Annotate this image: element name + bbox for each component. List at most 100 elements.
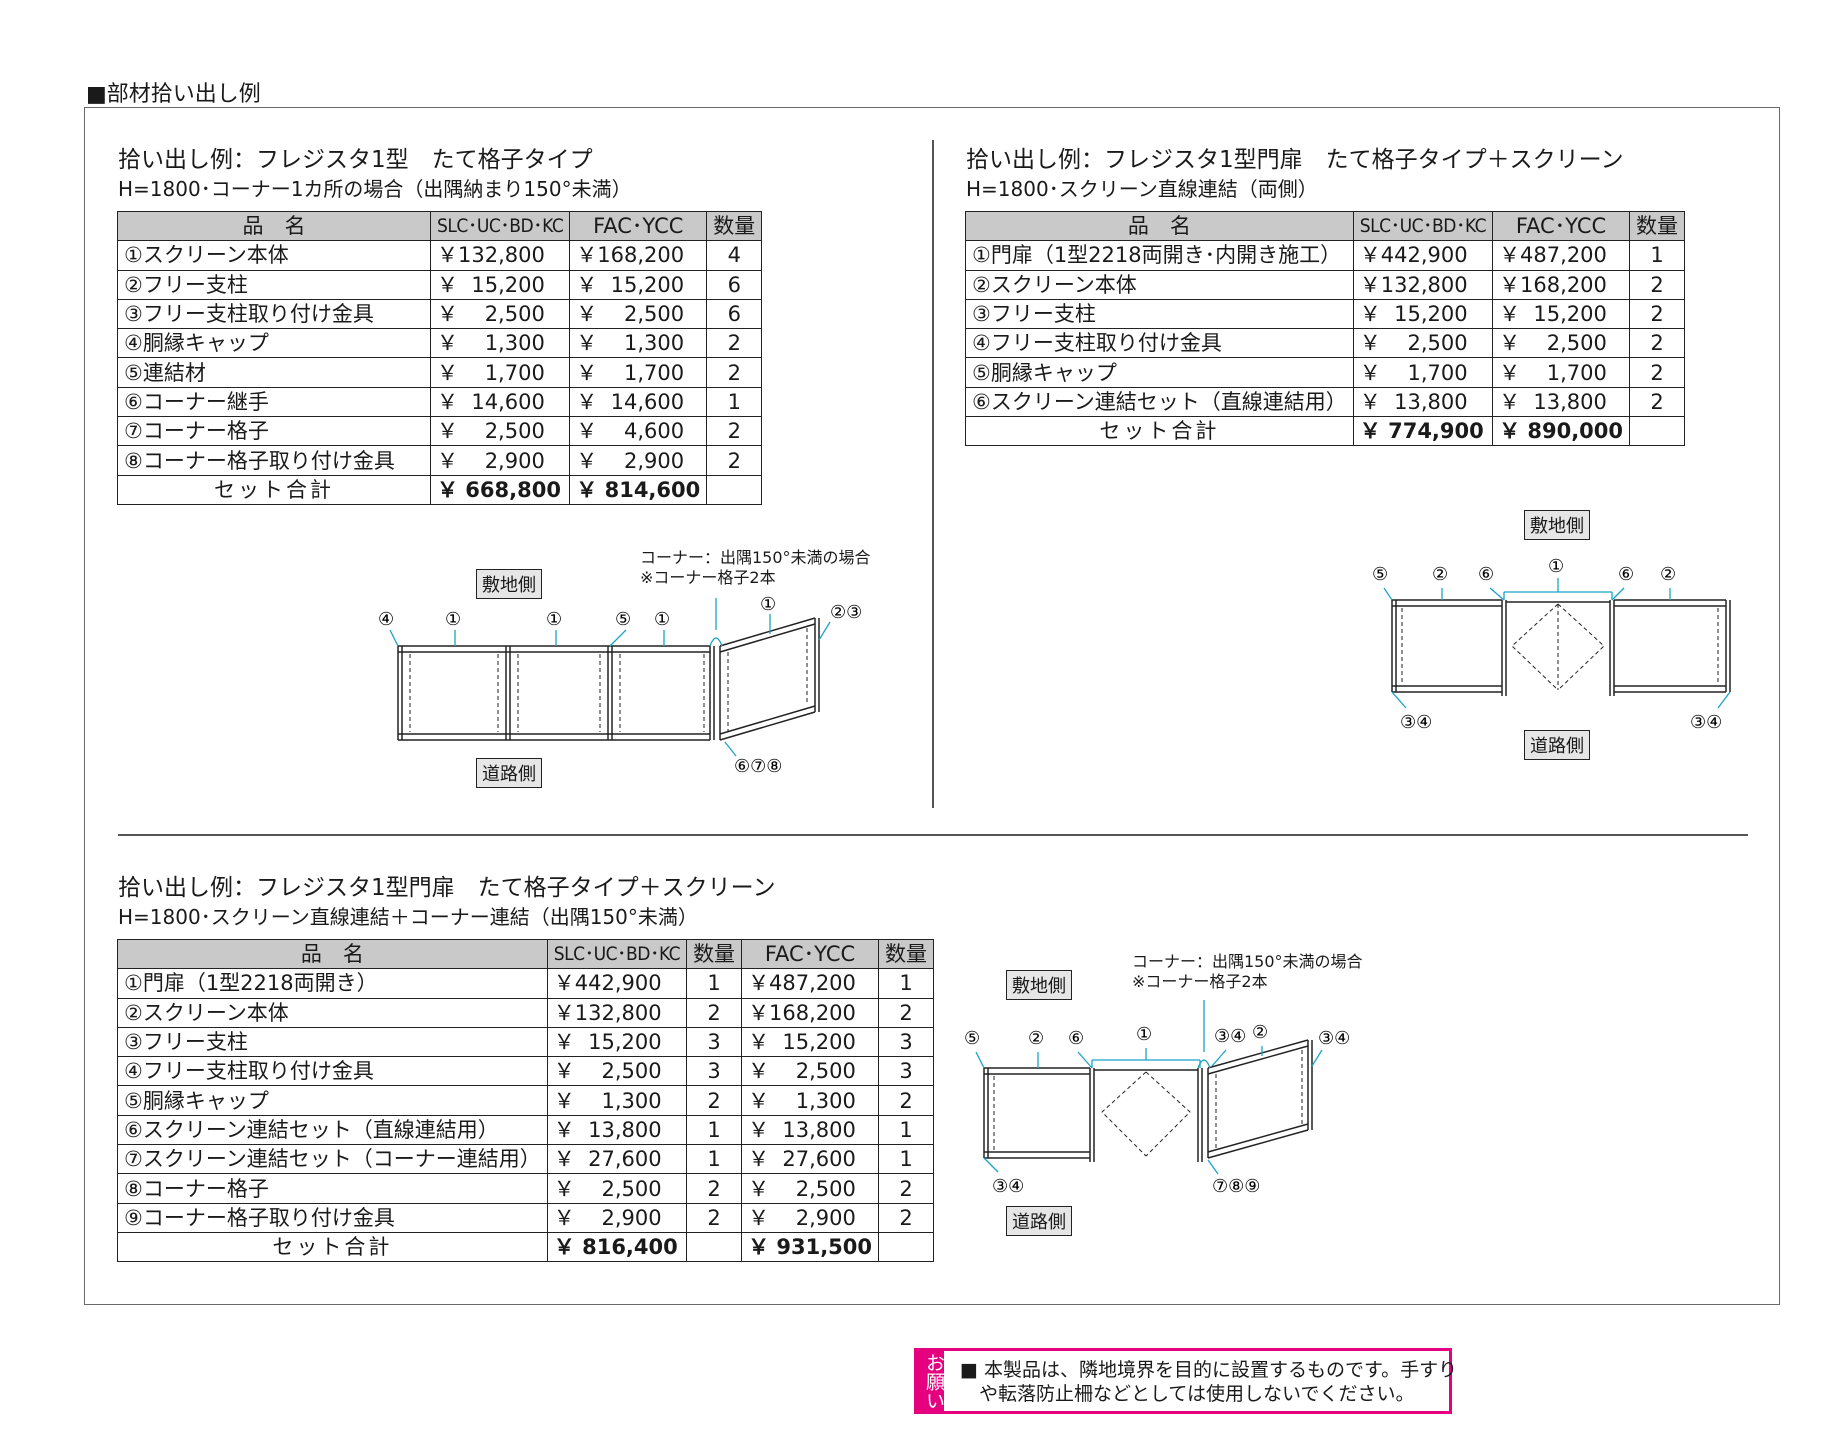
part-name-cell: ⑦スクリーン連結セット（コーナー連結用）: [117, 1144, 548, 1175]
price-cell: ￥ 2,900: [546, 1202, 688, 1233]
price-cell: ￥ 27,600: [546, 1144, 688, 1175]
part-name-cell: ①スクリーン本体: [117, 240, 431, 271]
part-name-cell: ①門扉（1型2218両開き）: [117, 968, 548, 999]
price-cell: ￥ 2,900: [569, 445, 708, 476]
price-cell: ￥ 13,800: [1352, 386, 1494, 418]
price-cell: ￥487,200: [1492, 240, 1631, 271]
col-qty2-header: 数量: [878, 938, 935, 970]
ex3-road-label: 道路側: [1006, 1206, 1072, 1236]
qty-cell: 1: [686, 968, 743, 999]
col-fac-header: FAC･YCC: [569, 210, 708, 242]
price-cell: ￥ 13,800: [546, 1114, 688, 1146]
ex2-callout-2a: ②: [1432, 564, 1448, 585]
price-cell: ￥ 1,300: [429, 328, 571, 359]
part-name-cell: ⑥スクリーン連結セット（直線連結用）: [117, 1114, 548, 1146]
ex1-road-label: 道路側: [476, 758, 542, 788]
price-cell: ￥ 1,300: [546, 1085, 688, 1116]
price-cell: ￥ 2,500: [1352, 328, 1494, 359]
qty-cell: 2: [706, 328, 763, 359]
qty-cell: 3: [878, 1026, 935, 1058]
ex1-callout-5: ⑤: [615, 609, 631, 630]
ex1-parts-table: 品 名 SLC･UC･BD･KC FAC･YCC 数量 ①スクリーン本体￥132…: [117, 210, 763, 505]
ex1-site-label: 敷地側: [476, 569, 542, 599]
col-fac-header: FAC･YCC: [1492, 210, 1631, 242]
part-name-cell: ④胴縁キャップ: [117, 328, 431, 359]
price-cell: ￥ 1,300: [569, 328, 708, 359]
price-cell: ￥487,200: [741, 968, 880, 999]
total-qty-empty: [1629, 416, 1686, 447]
total-label: セット合計: [117, 474, 431, 505]
total-qty-empty: [706, 474, 763, 505]
price-cell: ￥132,800: [429, 240, 571, 271]
content-frame: [84, 107, 1780, 1305]
ex1-subtitle: H=1800･コーナー1カ所の場合（出隅納まり150°未満）: [118, 177, 632, 201]
total-slc: ￥ 774,900: [1352, 416, 1494, 447]
qty-cell: 2: [1629, 298, 1686, 330]
ex1-callout-678: ⑥⑦⑧: [734, 756, 782, 777]
part-name-cell: ⑤連結材: [117, 357, 431, 388]
part-name-cell: ⑥スクリーン連結セット（直線連結用）: [965, 386, 1354, 418]
price-cell: ￥ 15,200: [1352, 298, 1494, 330]
part-name-cell: ④フリー支柱取り付け金具: [965, 328, 1354, 359]
qty-cell: 1: [706, 386, 763, 418]
ex2-callout-34a: ③④: [1400, 712, 1432, 730]
price-cell: ￥ 2,500: [741, 1173, 880, 1204]
price-cell: ￥ 13,800: [741, 1114, 880, 1146]
ex2-title: 拾い出し例：フレジスタ1型門扉 たて格子タイプ＋スクリーン: [966, 147, 1624, 173]
ex1-callout-1d: ①: [760, 594, 776, 615]
ex3-callout-2b: ②: [1252, 1022, 1268, 1043]
col-qty1-header: 数量: [686, 938, 743, 970]
qty-cell: 1: [686, 1114, 743, 1146]
col-slc-header: SLC･UC･BD･KC: [546, 938, 688, 970]
qty-cell: 2: [706, 416, 763, 447]
qty-cell: 2: [686, 997, 743, 1028]
col-name-header: 品 名: [965, 210, 1354, 242]
ex1-corner-note: コーナー：出隅150°未満の場合 ※コーナー格子2本: [640, 548, 871, 588]
qty-cell: 2: [878, 997, 935, 1028]
total-slc: ￥ 668,800: [429, 474, 571, 505]
qty-cell: 2: [1629, 328, 1686, 359]
qty-cell: 2: [686, 1085, 743, 1116]
part-name-cell: ③フリー支柱: [965, 298, 1354, 330]
ex3-corner-note: コーナー：出隅150°未満の場合 ※コーナー格子2本: [1132, 952, 1363, 992]
qty-cell: 2: [686, 1202, 743, 1233]
price-cell: ￥ 2,500: [546, 1173, 688, 1204]
total-qty-empty: [878, 1231, 935, 1263]
ex3-callout-34a: ③④: [1214, 1026, 1246, 1047]
corner-note-line2: ※コーナー格子2本: [640, 568, 776, 587]
price-cell: ￥ 15,200: [569, 269, 708, 300]
total-fac: ￥ 890,000: [1492, 416, 1631, 447]
ex3-callout-5: ⑤: [964, 1028, 980, 1049]
price-cell: ￥ 2,500: [569, 298, 708, 330]
ex2-site-label: 敷地側: [1524, 510, 1590, 540]
corner-note-line1: コーナー：出隅150°未満の場合: [640, 548, 871, 567]
part-name-cell: ⑦コーナー格子: [117, 416, 431, 447]
qty-cell: 1: [686, 1144, 743, 1175]
qty-cell: 1: [1629, 240, 1686, 271]
price-cell: ￥168,200: [569, 240, 708, 271]
ex3-callout-6: ⑥: [1068, 1028, 1084, 1049]
part-name-cell: ②スクリーン本体: [117, 997, 548, 1028]
part-name-cell: ②スクリーン本体: [965, 269, 1354, 300]
part-name-cell: ④フリー支柱取り付け金具: [117, 1056, 548, 1087]
qty-cell: 6: [706, 298, 763, 330]
ex3-subtitle: H=1800･スクリーン直線連結＋コーナー連結（出隅150°未満）: [118, 905, 698, 929]
ex3-callout-1: ①: [1136, 1024, 1152, 1045]
price-cell: ￥ 2,500: [741, 1056, 880, 1087]
ex1-callout-1c: ①: [654, 609, 670, 630]
qty-cell: 2: [1629, 357, 1686, 388]
ex3-callout-2a: ②: [1028, 1028, 1044, 1049]
price-cell: ￥ 13,800: [1492, 386, 1631, 418]
total-label: セット合計: [117, 1231, 548, 1263]
total-qty-empty: [686, 1231, 743, 1263]
